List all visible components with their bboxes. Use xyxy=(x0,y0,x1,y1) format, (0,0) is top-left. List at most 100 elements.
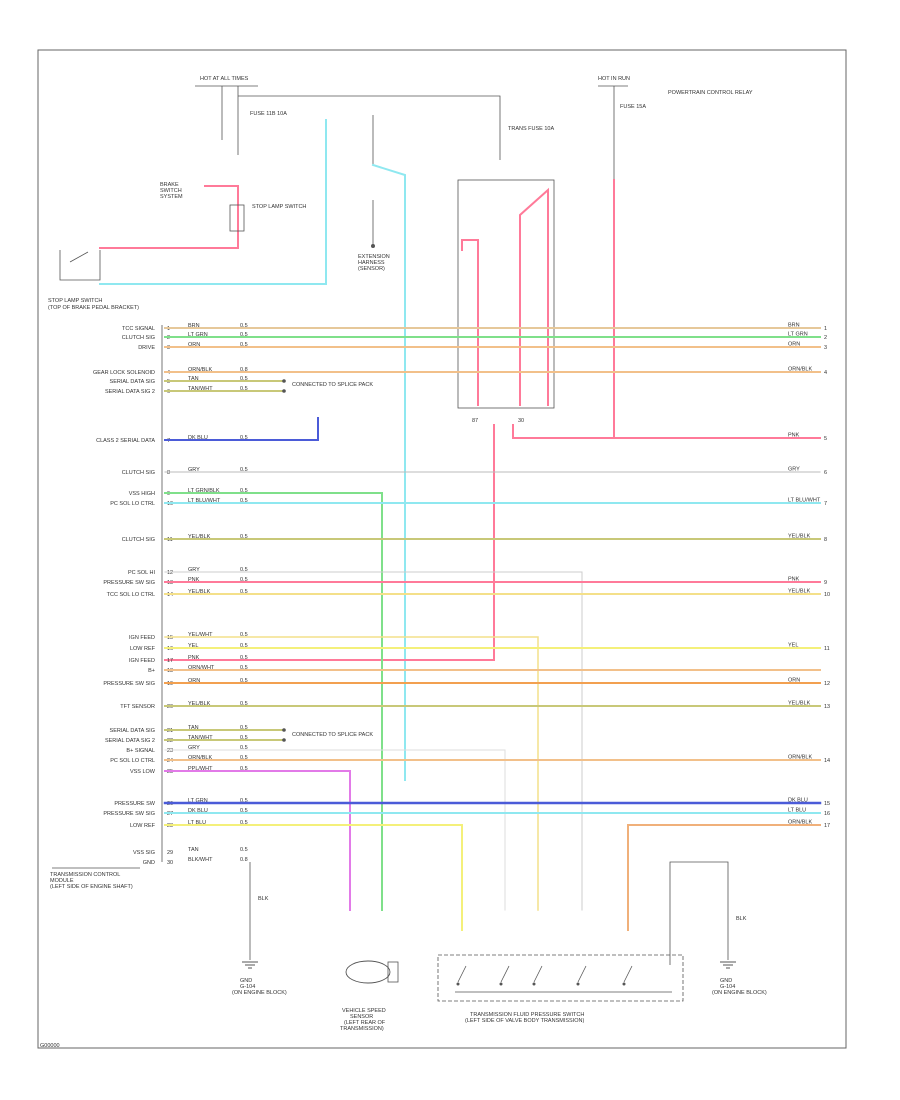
pcm-pin-gauge: 0.5 xyxy=(240,342,248,348)
pcm-pin-name: SERIAL DATA SIG 2 xyxy=(105,389,155,395)
ext-harness-label-1: EXTENSION xyxy=(358,254,390,260)
relay-note-label: POWERTRAIN CONTROL RELAY xyxy=(668,90,753,96)
pressure-switch-terminal xyxy=(622,982,626,986)
brake-label-2: SWITCH xyxy=(160,188,182,194)
pcm-pin-name: IGN FEED xyxy=(129,635,155,641)
ext-harness-node xyxy=(371,244,375,248)
footer-code: G00000 xyxy=(40,1043,60,1049)
right-wire-number: 17 xyxy=(824,823,830,829)
right-wire-color: PNK xyxy=(788,577,800,583)
pcm-pin-name: CLUTCH SIG xyxy=(122,470,155,476)
right-wire-color: LT GRN xyxy=(788,332,808,338)
pcm-pin-name: B+ xyxy=(148,668,155,674)
pcm-pin-number: 17 xyxy=(167,658,173,664)
pcm-pin-gauge: 0.5 xyxy=(240,665,248,671)
fuse-mid-label: TRANS FUSE 10A xyxy=(508,126,554,132)
vss-sensor-body xyxy=(345,960,391,984)
pcm-pin-gauge: 0.5 xyxy=(240,745,248,751)
relay-coil-wire xyxy=(461,239,479,406)
pcm-pin-wire-color: TAN/WHT xyxy=(188,735,213,741)
wire-class2-data xyxy=(164,417,319,441)
pcm-pin-gauge: 0.5 xyxy=(240,567,248,573)
pcm-pin-gauge: 0.5 xyxy=(240,534,248,540)
stop-lamp-switch-body xyxy=(229,204,245,232)
pcm-pin-wire-color: PNK xyxy=(188,655,200,661)
pcm-pin-wire-color: ORN xyxy=(188,678,200,684)
splice-dot-3 xyxy=(282,728,286,732)
brake-switch-box xyxy=(59,250,101,281)
pcm-pin-wire-color: ORN/BLK xyxy=(188,755,212,761)
right-wire-color: DK BLU xyxy=(788,798,808,804)
pcm-pin-number: 15 xyxy=(167,635,173,641)
wire-b-plus-signal xyxy=(164,749,506,911)
pcm-pin-name: CLUTCH SIG xyxy=(122,335,155,341)
pcm-pin-wire-color: ORN/BLK xyxy=(188,367,212,373)
pressure-switch-contact xyxy=(457,965,467,983)
tcm-label-1: TRANSMISSION CONTROL xyxy=(50,872,120,878)
relay-out-wire xyxy=(512,424,821,439)
pcm-pin-name: CLASS 2 SERIAL DATA xyxy=(96,438,155,444)
gnd-left-label-1: GND xyxy=(240,978,252,984)
pcm-pin-name: TCC SIGNAL xyxy=(122,326,155,332)
pcm-pin-number: 8 xyxy=(167,470,170,476)
right-wire-number: 13 xyxy=(824,704,830,710)
pcm-pin-gauge: 0.5 xyxy=(240,488,248,494)
splice-dot-4 xyxy=(282,738,286,742)
diagram-frame xyxy=(37,49,847,1049)
right-wire-color: ORN/BLK xyxy=(788,367,812,373)
vss-label-1: VEHICLE SPEED xyxy=(342,1008,386,1014)
pcm-pin-wire-color: PNK xyxy=(188,577,200,583)
vss-label-4: TRANSMISSION) xyxy=(340,1026,384,1032)
pcm-pin-wire-color: LT BLU xyxy=(188,820,206,826)
pcm-pin-wire-color: TAN xyxy=(188,376,199,382)
relay-switch-wire xyxy=(519,187,549,406)
right-wire-color: ORN xyxy=(788,342,800,348)
wire-orn-right xyxy=(627,824,821,931)
pressure-switch-terminal xyxy=(499,982,503,986)
pcm-pin-wire-color: DK BLU xyxy=(188,435,208,441)
stop-lamp-wire-pnk xyxy=(204,185,239,249)
right-wire-color: YEL/BLK xyxy=(788,701,811,707)
splice-note-2: CONNECTED TO SPLICE PACK xyxy=(292,732,373,738)
right-wire-color: YEL/BLK xyxy=(788,534,811,540)
pcm-pin-wire-color: GRY xyxy=(188,567,200,573)
wire-ign-feed xyxy=(164,636,539,911)
pcm-pin-gauge: 0.5 xyxy=(240,632,248,638)
fuse-mid-wire xyxy=(238,95,501,160)
pcm-pin-wire-color: GRY xyxy=(188,467,200,473)
fuse-left-label: FUSE 11B 10A xyxy=(250,111,287,117)
right-wire-number: 11 xyxy=(824,646,830,652)
right-wire-number: 5 xyxy=(824,436,827,442)
pcm-pin-wire-color: LT GRN xyxy=(188,332,208,338)
pcm-pin-gauge: 0.5 xyxy=(240,323,248,329)
brake-switch-contact xyxy=(69,251,89,263)
right-wire-color: ORN/BLK xyxy=(788,755,812,761)
right-wire-color: YEL/BLK xyxy=(788,589,811,595)
wire-vss-low xyxy=(164,770,351,911)
vss-label-2: SENSOR xyxy=(350,1014,373,1020)
stop-lamp-caption-2: (TOP OF BRAKE PEDAL BRACKET) xyxy=(48,305,139,311)
right-wire-color: ORN xyxy=(788,678,800,684)
brake-label-1: BRAKE xyxy=(160,182,179,188)
pcm-pin-number: 30 xyxy=(167,860,173,866)
right-wire-number: 10 xyxy=(824,592,830,598)
right-wire-number: 2 xyxy=(824,335,827,341)
right-wire-number: 8 xyxy=(824,537,827,543)
brake-label-3: SYSTEM xyxy=(160,194,183,200)
pressure-switches xyxy=(455,965,672,993)
splice-dot-1 xyxy=(282,379,286,383)
pcm-pin-gauge: 0.5 xyxy=(240,766,248,772)
pcm-pin-wire-color: TAN xyxy=(188,847,199,853)
pcm-pin-wire-color: DK BLU xyxy=(188,808,208,814)
gnd-left-label-2: G-104 xyxy=(240,984,255,990)
right-wire-number: 3 xyxy=(824,345,827,351)
right-wire-number: 4 xyxy=(824,370,827,376)
right-wire-number: 7 xyxy=(824,501,827,507)
right-wire-number: 16 xyxy=(824,811,830,817)
gnd-right-wire-color: BLK xyxy=(736,916,747,922)
pcm-pin-name: PRESSURE SW SIG xyxy=(103,811,155,817)
pcm-pin-wire-color: BLK/WHT xyxy=(188,857,213,863)
right-wire-color: BRN xyxy=(788,323,800,329)
